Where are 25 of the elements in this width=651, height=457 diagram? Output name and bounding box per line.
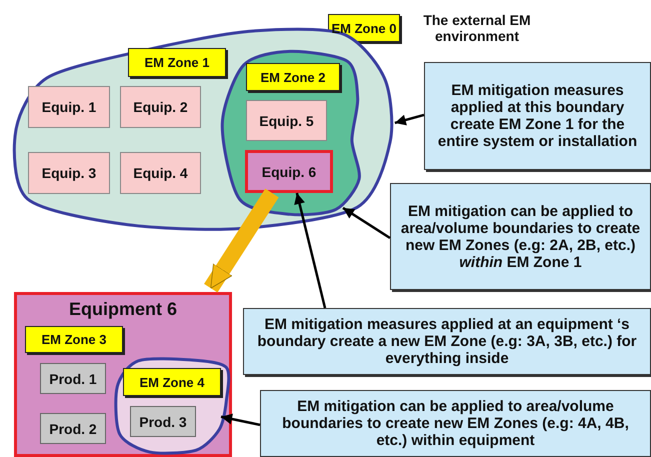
product-box: Prod. 2 (40, 413, 106, 444)
zone-boundary (218, 48, 362, 216)
arrow (394, 114, 424, 126)
equipment-panel: Equipment 6 EM Zone 3 Prod. 1 Prod. 2 EM Zone 4 Prod. 3 (14, 292, 232, 457)
zone-description: The external EM environment (422, 12, 532, 44)
equipment-box: Equip. 4 (120, 152, 201, 194)
equipment-box: Equip. 2 (120, 86, 201, 128)
arrow (220, 414, 260, 426)
callout-box: EM mitigation measures applied at an equipment ‘s boundary create a new EM Zone (e.g: 3A, 3B, etc.) for everything inside (243, 308, 651, 375)
arrow (294, 192, 326, 308)
callout-box: EM mitigation measures applied at this boundary create EM Zone 1 for the entire system or installation (424, 62, 651, 170)
zone-tag: EM Zone 2 (246, 63, 340, 91)
zone-boundary (115, 358, 231, 453)
zone-tag: EM Zone 4 (123, 368, 221, 396)
equipment-box: Equip. 1 (28, 86, 110, 128)
callout-box: EM mitigation can be applied to area/volume boundaries to create new EM Zones (e.g: 4A, 4B, etc.) within equipment (260, 390, 651, 457)
arrow (342, 206, 391, 240)
product-box: Prod. 3 (130, 406, 196, 437)
product-box: Prod. 1 (40, 363, 106, 394)
zone-tag: EM Zone 3 (25, 326, 123, 353)
equipment-box: Equip. 3 (28, 152, 110, 194)
equipment-box: Equip. 6 (245, 150, 333, 193)
callout-box: EM mitigation can be applied to area/volume boundaries to create new EM Zones (e.g: 2A, 2B, etc.) within EM Zone 1 (390, 183, 651, 290)
zone-tag: EM Zone 1 (128, 48, 226, 77)
equipment-box: Equip. 5 (246, 100, 327, 141)
